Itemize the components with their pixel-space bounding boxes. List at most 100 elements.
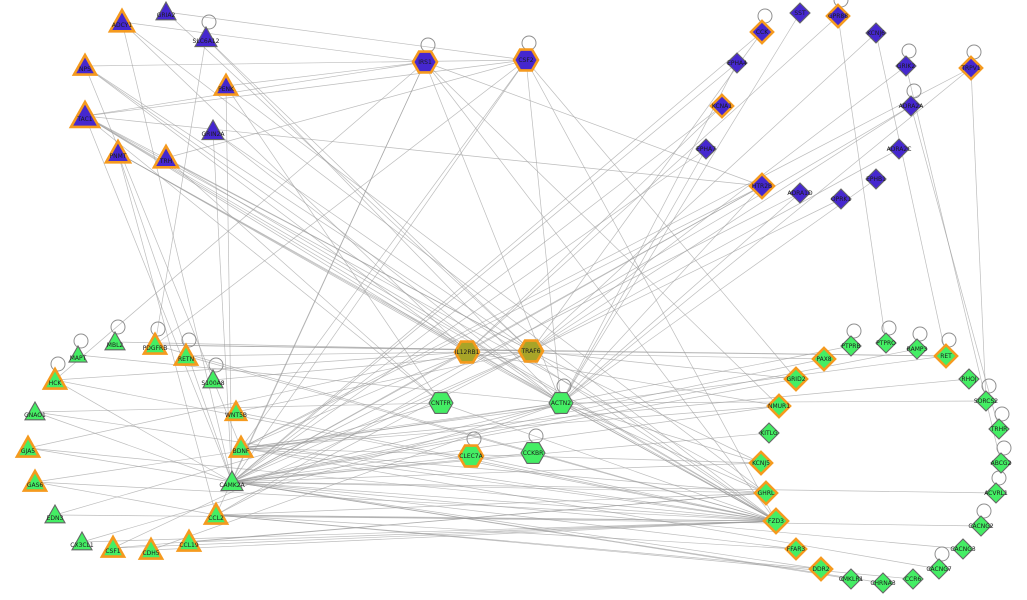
diamond-node-shape[interactable] (808, 556, 834, 582)
triangle-node-shape[interactable] (202, 368, 224, 389)
diamond-node-shape[interactable] (840, 335, 862, 357)
hexagon-node-shape[interactable] (517, 339, 545, 363)
node-TRAF6[interactable]: TRAF6 (517, 339, 545, 363)
triangle-node-shape[interactable] (175, 528, 203, 552)
diamond-node-shape[interactable] (825, 3, 851, 29)
diamond-node-shape[interactable] (789, 2, 811, 24)
triangle-node-shape[interactable] (137, 536, 165, 560)
triangle-node-shape[interactable] (194, 25, 218, 48)
edge (215, 514, 982, 527)
diamond-node-shape[interactable] (975, 390, 997, 412)
edge (231, 455, 472, 483)
self-loop-edge (181, 332, 197, 348)
diamond-node-shape[interactable] (875, 332, 897, 354)
triangle-node-shape[interactable] (107, 7, 137, 33)
edge (112, 520, 777, 549)
hexagon-node-shape[interactable] (453, 340, 481, 364)
diamond-node-shape[interactable] (958, 368, 980, 390)
node-IRS1[interactable]: IRS1 (411, 50, 439, 74)
triangle-node-shape[interactable] (14, 434, 42, 458)
triangle-node-shape[interactable] (41, 366, 69, 390)
edge (54, 514, 777, 522)
triangle-node-shape[interactable] (201, 118, 225, 141)
diamond-node-shape[interactable] (748, 172, 776, 200)
edge (231, 350, 532, 483)
diamond-node-shape[interactable] (990, 452, 1012, 474)
diamond-node-shape[interactable] (784, 537, 808, 561)
diamond-node-shape[interactable] (985, 482, 1007, 504)
edge (560, 185, 763, 404)
diamond-node-shape[interactable] (762, 507, 790, 535)
diamond-node-shape[interactable] (840, 568, 862, 590)
diamond-node-shape[interactable] (766, 393, 792, 419)
hexagon-node-shape[interactable] (512, 48, 540, 72)
diamond-node-shape[interactable] (958, 55, 984, 81)
triangle-node-shape[interactable] (155, 0, 177, 21)
diamond-node-shape[interactable] (928, 558, 950, 580)
diamond-node-shape[interactable] (783, 366, 809, 392)
hexagon-node-shape[interactable] (411, 50, 439, 74)
diamond-node-shape[interactable] (970, 515, 992, 537)
edge (466, 185, 763, 353)
diamond-node-shape[interactable] (988, 418, 1010, 440)
diamond-node-shape[interactable] (758, 422, 780, 444)
diamond-node-shape[interactable] (865, 168, 887, 190)
diamond-node-shape[interactable] (888, 138, 910, 160)
triangle-node-shape[interactable] (227, 434, 255, 458)
node-ACTN2[interactable]: ACTN2 (548, 392, 574, 414)
triangle-node-shape[interactable] (21, 468, 49, 492)
node-IL12RB1[interactable]: IL12RB1 (453, 340, 481, 364)
node-CCKBR[interactable]: CCKBR (520, 442, 546, 464)
triangle-node-shape[interactable] (103, 138, 133, 164)
triangle-node-shape[interactable] (44, 503, 66, 524)
diamond-node-shape[interactable] (695, 138, 717, 160)
edge (560, 148, 707, 404)
triangle-node-shape[interactable] (212, 72, 240, 96)
triangle-node-shape[interactable] (71, 52, 99, 76)
diamond-node-shape[interactable] (952, 538, 974, 560)
diamond-node-shape[interactable] (895, 55, 917, 77)
triangle-node-shape[interactable] (202, 501, 230, 525)
triangle-node-shape[interactable] (68, 99, 102, 129)
diamond-node-shape[interactable] (811, 346, 837, 372)
triangle-node-shape[interactable] (104, 330, 126, 351)
triangle-node-shape[interactable] (172, 342, 200, 366)
hexagon-node-shape[interactable] (428, 392, 454, 414)
diamond-node-shape[interactable] (830, 188, 852, 210)
diamond-node-shape[interactable] (902, 568, 924, 590)
diamond-node-shape[interactable] (865, 22, 887, 44)
edge (225, 85, 442, 404)
triangle-node-shape[interactable] (99, 534, 127, 558)
diamond-node-shape[interactable] (748, 450, 774, 476)
diamond-node-shape[interactable] (933, 343, 959, 369)
diamond-node-shape[interactable] (753, 480, 779, 506)
triangle-node-shape[interactable] (24, 400, 46, 421)
edge (34, 481, 777, 522)
triangle-node-shape[interactable] (71, 530, 93, 551)
hexagon-node-shape[interactable] (520, 442, 546, 464)
node-CLEC7A[interactable]: CLEC7A (457, 444, 485, 468)
diamond-node-shape[interactable] (789, 182, 811, 204)
triangle-node-shape[interactable] (141, 331, 169, 355)
triangle-node-shape[interactable] (220, 469, 244, 492)
node-CSF2[interactable]: CSF2 (512, 48, 540, 72)
hexagon-node-shape[interactable] (457, 444, 485, 468)
diamond-node-shape[interactable] (749, 19, 775, 45)
diamond-node-shape[interactable] (709, 93, 735, 119)
triangle-node-shape[interactable] (151, 143, 181, 169)
triangle-node-shape[interactable] (68, 344, 88, 363)
self-loop-edge (981, 378, 997, 394)
node-CNTFR[interactable]: CNTFR (428, 392, 454, 414)
edge (560, 178, 877, 404)
diamond-node-shape[interactable] (726, 52, 748, 74)
hexagon-node-shape[interactable] (548, 392, 574, 414)
self-loop-edge (73, 333, 89, 349)
diamond-node-shape[interactable] (872, 572, 894, 594)
diamond-node-shape[interactable] (906, 338, 928, 360)
diamond-node-shape[interactable] (900, 95, 922, 117)
edge (560, 12, 801, 404)
triangle-node-shape[interactable] (223, 399, 249, 422)
